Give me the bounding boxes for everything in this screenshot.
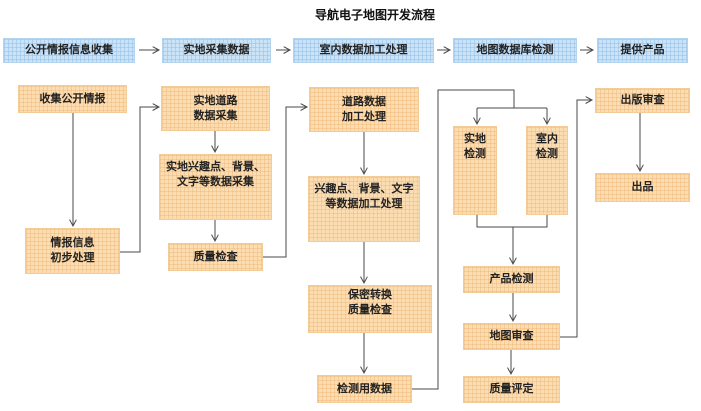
- node-indoor-test: 室内 检测: [526, 126, 568, 215]
- node-label: 文字等数据采集: [177, 176, 254, 188]
- node-label: 等数据加工处理: [325, 198, 403, 210]
- node-label: 初步处理: [50, 252, 95, 264]
- node-label: 出品: [631, 181, 654, 193]
- node-road-data-process: 道路数据 加工处理: [309, 87, 419, 132]
- phase-label: 室内数据加工处理: [319, 44, 408, 56]
- node-label: 地图审查: [489, 330, 534, 342]
- node-label: 质量评定: [489, 383, 534, 395]
- arrow-preprocess-to-road-collect: [120, 107, 159, 253]
- node-intel-preprocess: 情报信息 初步处理: [25, 228, 120, 274]
- node-label: 产品检测: [489, 273, 534, 285]
- phase-product-delivery: 提供产品: [597, 38, 688, 63]
- node-label: 质量检查: [193, 250, 238, 263]
- node-collect-open-intel: 收集公开情报: [18, 85, 127, 113]
- node-label: 实地: [464, 133, 486, 145]
- node-label: 检测: [464, 148, 486, 160]
- phase-label: 地图数据库检测: [476, 44, 554, 56]
- node-label: 收集公开情报: [39, 92, 106, 105]
- node-label: 室内: [536, 133, 558, 145]
- phase-label: 实地采集数据: [183, 44, 250, 56]
- node-release: 出品: [595, 173, 690, 202]
- node-product-test: 产品检测: [463, 266, 560, 293]
- connector-detection-merge-bar: [476, 215, 548, 228]
- node-test-data: 检测用数据: [317, 375, 412, 403]
- phase-field-data-collection: 实地采集数据: [162, 38, 271, 63]
- node-publish-review: 出版审查: [595, 88, 690, 113]
- node-label: 实地道路: [193, 94, 238, 107]
- node-label: 数据采集: [193, 109, 238, 122]
- node-quality-rating: 质量评定: [463, 376, 560, 403]
- node-label: 兴趣点、背景、文字: [314, 183, 414, 195]
- node-label: 检测: [536, 148, 558, 160]
- node-map-review: 地图审查: [463, 323, 560, 350]
- node-poi-data-process: 兴趣点、背景、文字 等数据加工处理: [308, 176, 420, 242]
- node-label: 加工处理: [342, 110, 386, 123]
- node-field-test: 实地 检测: [453, 126, 497, 215]
- node-label: 实地兴趣点、背景、: [166, 161, 265, 173]
- node-field-poi-collect: 实地兴趣点、背景、 文字等数据采集: [159, 154, 272, 220]
- diagram-title: 导航电子地图开发流程: [314, 8, 436, 22]
- node-field-quality-check: 质量检查: [168, 243, 263, 271]
- node-label: 保密转换: [348, 289, 392, 301]
- phase-indoor-data-processing: 室内数据加工处理: [293, 38, 434, 63]
- node-label: 道路数据: [342, 95, 386, 108]
- node-label: 检测用数据: [337, 382, 392, 395]
- node-label: 出版审查: [620, 94, 665, 106]
- phase-label: 提供产品: [620, 44, 665, 56]
- node-field-road-collect: 实地道路 数据采集: [161, 86, 270, 131]
- node-secure-convert-check: 保密转换 质量检查: [308, 285, 432, 333]
- node-label: 情报信息: [50, 237, 95, 249]
- phase-open-intel-collection: 公开情报信息收集: [3, 38, 135, 63]
- node-label: 质量检查: [348, 304, 392, 316]
- phase-map-database-testing: 地图数据库检测: [453, 38, 577, 63]
- phase-label: 公开情报信息收集: [25, 44, 113, 56]
